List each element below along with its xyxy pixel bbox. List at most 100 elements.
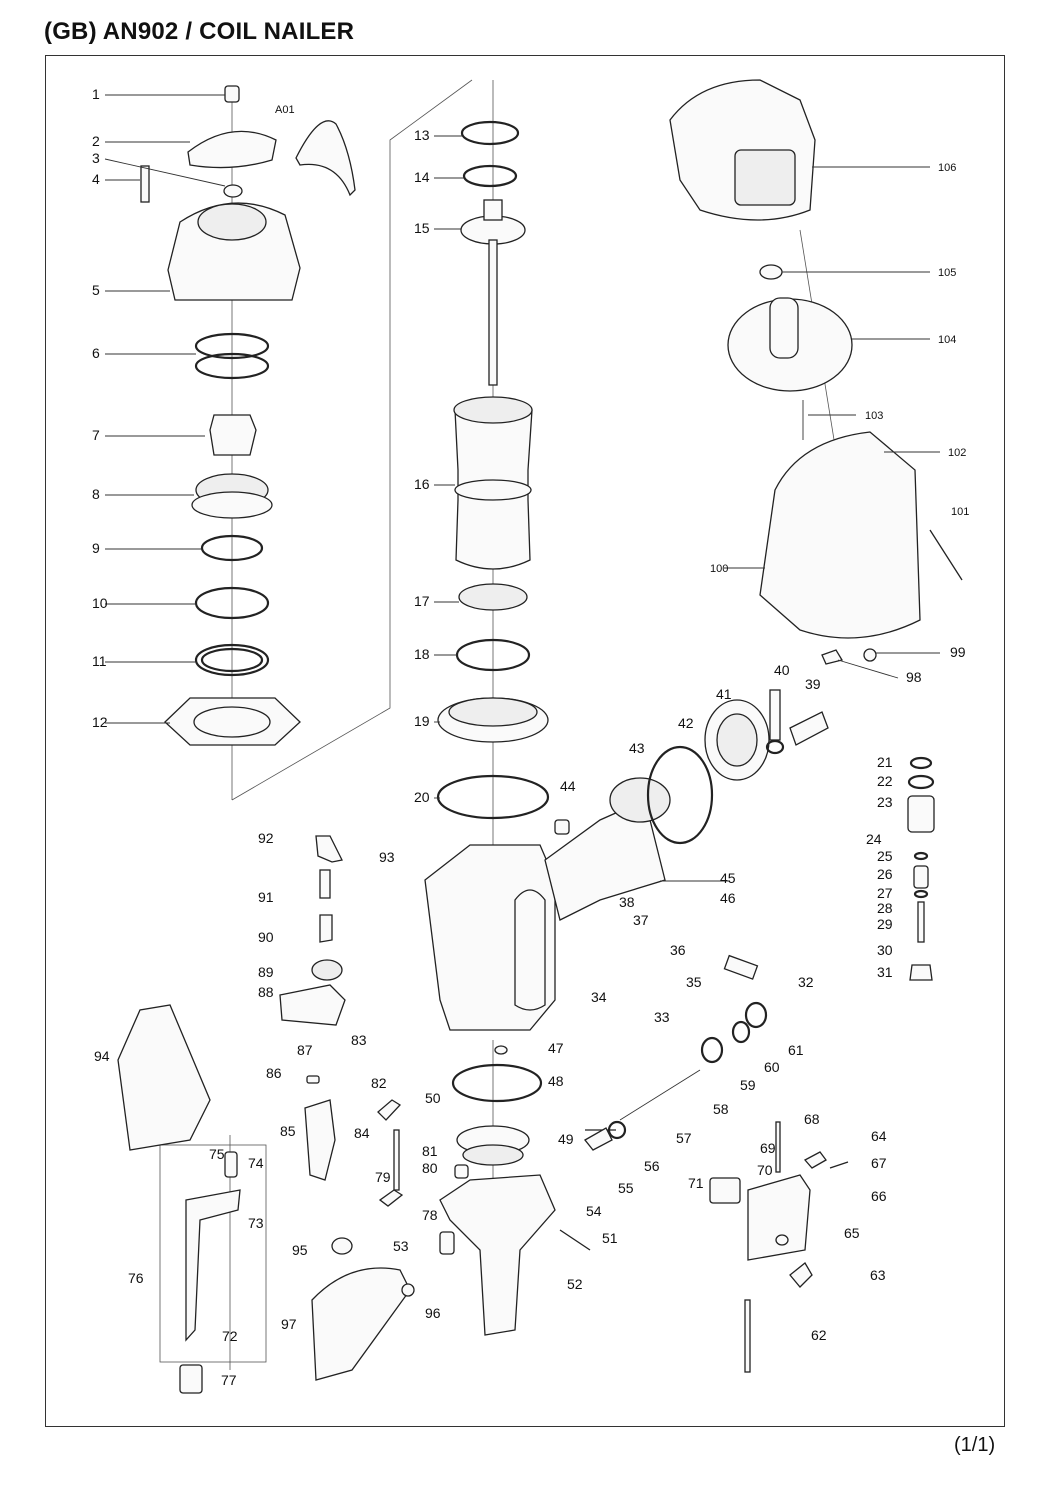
part-label-40: 40 <box>774 662 790 678</box>
part-label-23: 23 <box>877 794 893 810</box>
part-label-5: 5 <box>92 282 100 298</box>
part-label-51: 51 <box>602 1230 618 1246</box>
part-label-A01: A01 <box>275 104 295 116</box>
part-label-55: 55 <box>618 1180 634 1196</box>
part-label-45: 45 <box>720 870 736 886</box>
part-label-79: 79 <box>375 1169 391 1185</box>
part-label-100: 100 <box>710 563 728 575</box>
part-label-106: 106 <box>938 162 956 174</box>
nose-group <box>439 1001 768 1336</box>
part-label-76: 76 <box>128 1270 144 1286</box>
part-label-19: 19 <box>414 713 430 729</box>
part-label-89: 89 <box>258 964 274 980</box>
part-label-65: 65 <box>844 1225 860 1241</box>
part-label-104: 104 <box>938 334 956 346</box>
trigger-housing-group <box>709 954 849 1373</box>
part-label-95: 95 <box>292 1242 308 1258</box>
part-label-96: 96 <box>425 1305 441 1321</box>
part-label-92: 92 <box>258 830 274 846</box>
part-label-2: 2 <box>92 133 100 149</box>
part-label-26: 26 <box>877 866 893 882</box>
part-label-58: 58 <box>713 1101 729 1117</box>
part-label-47: 47 <box>548 1040 564 1056</box>
part-label-94: 94 <box>94 1048 110 1064</box>
part-label-75: 75 <box>209 1146 225 1162</box>
magazine-group <box>669 79 963 665</box>
part-label-33: 33 <box>654 1009 670 1025</box>
part-label-82: 82 <box>371 1075 387 1091</box>
part-label-34: 34 <box>591 989 607 1005</box>
part-label-102: 102 <box>948 447 966 459</box>
part-label-28: 28 <box>877 900 893 916</box>
spring-and-valve-group <box>164 332 301 746</box>
main-body-group <box>424 689 829 1031</box>
part-label-73: 73 <box>248 1215 264 1231</box>
part-label-12: 12 <box>92 714 108 730</box>
part-label-80: 80 <box>422 1160 438 1176</box>
part-label-35: 35 <box>686 974 702 990</box>
part-label-31: 31 <box>877 964 893 980</box>
part-label-66: 66 <box>871 1188 887 1204</box>
part-label-64: 64 <box>871 1128 887 1144</box>
part-label-24: 24 <box>866 831 882 847</box>
page-number: (1/1) <box>954 1434 996 1456</box>
part-label-99: 99 <box>950 644 966 660</box>
part-label-20: 20 <box>414 789 430 805</box>
part-label-48: 48 <box>548 1073 564 1089</box>
trigger-safety-group <box>117 835 415 1394</box>
part-label-3: 3 <box>92 150 100 166</box>
part-label-18: 18 <box>414 646 430 662</box>
part-label-103: 103 <box>865 410 883 422</box>
part-label-46: 46 <box>720 890 736 906</box>
part-label-86: 86 <box>266 1065 282 1081</box>
part-label-25: 25 <box>877 848 893 864</box>
part-label-15: 15 <box>414 220 430 236</box>
part-label-91: 91 <box>258 889 274 905</box>
part-label-11: 11 <box>92 653 107 669</box>
part-label-62: 62 <box>811 1327 827 1343</box>
part-label-32: 32 <box>798 974 814 990</box>
part-label-10: 10 <box>92 595 108 611</box>
part-label-53: 53 <box>393 1238 409 1254</box>
cylinder-cap-group <box>140 85 356 301</box>
part-label-49: 49 <box>558 1131 574 1147</box>
part-label-88: 88 <box>258 984 274 1000</box>
part-label-1: 1 <box>92 86 100 102</box>
part-label-16: 16 <box>414 476 430 492</box>
part-label-72: 72 <box>222 1328 238 1344</box>
part-label-83: 83 <box>351 1032 367 1048</box>
part-label-67: 67 <box>871 1155 887 1171</box>
part-label-17: 17 <box>414 593 430 609</box>
part-label-41: 41 <box>716 686 732 702</box>
part-number-labels: 1234A01567891011121314151617181920106105… <box>92 86 969 1388</box>
part-label-36: 36 <box>670 942 686 958</box>
valve-stack-group <box>907 756 935 981</box>
part-label-8: 8 <box>92 486 100 502</box>
part-label-69: 69 <box>760 1140 776 1156</box>
part-label-105: 105 <box>938 267 956 279</box>
part-label-61: 61 <box>788 1042 804 1058</box>
part-label-84: 84 <box>354 1125 370 1141</box>
part-label-44: 44 <box>560 778 576 794</box>
part-label-22: 22 <box>877 773 893 789</box>
part-label-97: 97 <box>281 1316 297 1332</box>
part-label-85: 85 <box>280 1123 296 1139</box>
part-label-52: 52 <box>567 1276 583 1292</box>
part-label-101: 101 <box>951 506 969 518</box>
part-label-14: 14 <box>414 169 430 185</box>
part-label-6: 6 <box>92 345 100 361</box>
part-label-43: 43 <box>629 740 645 756</box>
leader-lines <box>104 94 940 882</box>
part-label-21: 21 <box>877 754 893 770</box>
piston-cylinder-group <box>436 120 550 820</box>
part-label-78: 78 <box>422 1207 438 1223</box>
part-label-37: 37 <box>633 912 649 928</box>
part-label-27: 27 <box>877 885 893 901</box>
part-label-90: 90 <box>258 929 274 945</box>
part-label-4: 4 <box>92 171 100 187</box>
part-label-87: 87 <box>297 1042 313 1058</box>
part-label-13: 13 <box>414 127 430 143</box>
part-label-30: 30 <box>877 942 893 958</box>
part-label-71: 71 <box>688 1175 704 1191</box>
part-label-59: 59 <box>740 1077 756 1093</box>
